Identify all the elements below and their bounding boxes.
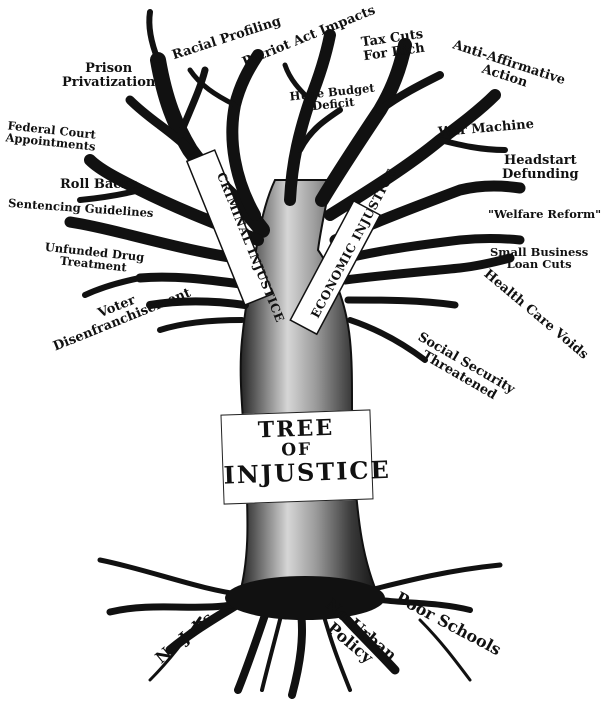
title-banner: TREE OF INJUSTICE: [220, 409, 392, 505]
label-prison-privatization: Prison Privatization: [62, 61, 156, 90]
economic-banner-shape: [289, 199, 382, 336]
label-headstart: Headstart Defunding: [502, 153, 579, 182]
label-small-business: Small Business Loan Cuts: [490, 245, 589, 272]
title-line-3: INJUSTICE: [223, 454, 392, 490]
criminal-banner-shape: [185, 149, 274, 306]
label-roll-backs: Roll Backs: [60, 177, 138, 192]
label-welfare-reform: "Welfare Reform": [488, 207, 602, 221]
root-base: [225, 576, 385, 620]
branches: [64, 9, 526, 363]
